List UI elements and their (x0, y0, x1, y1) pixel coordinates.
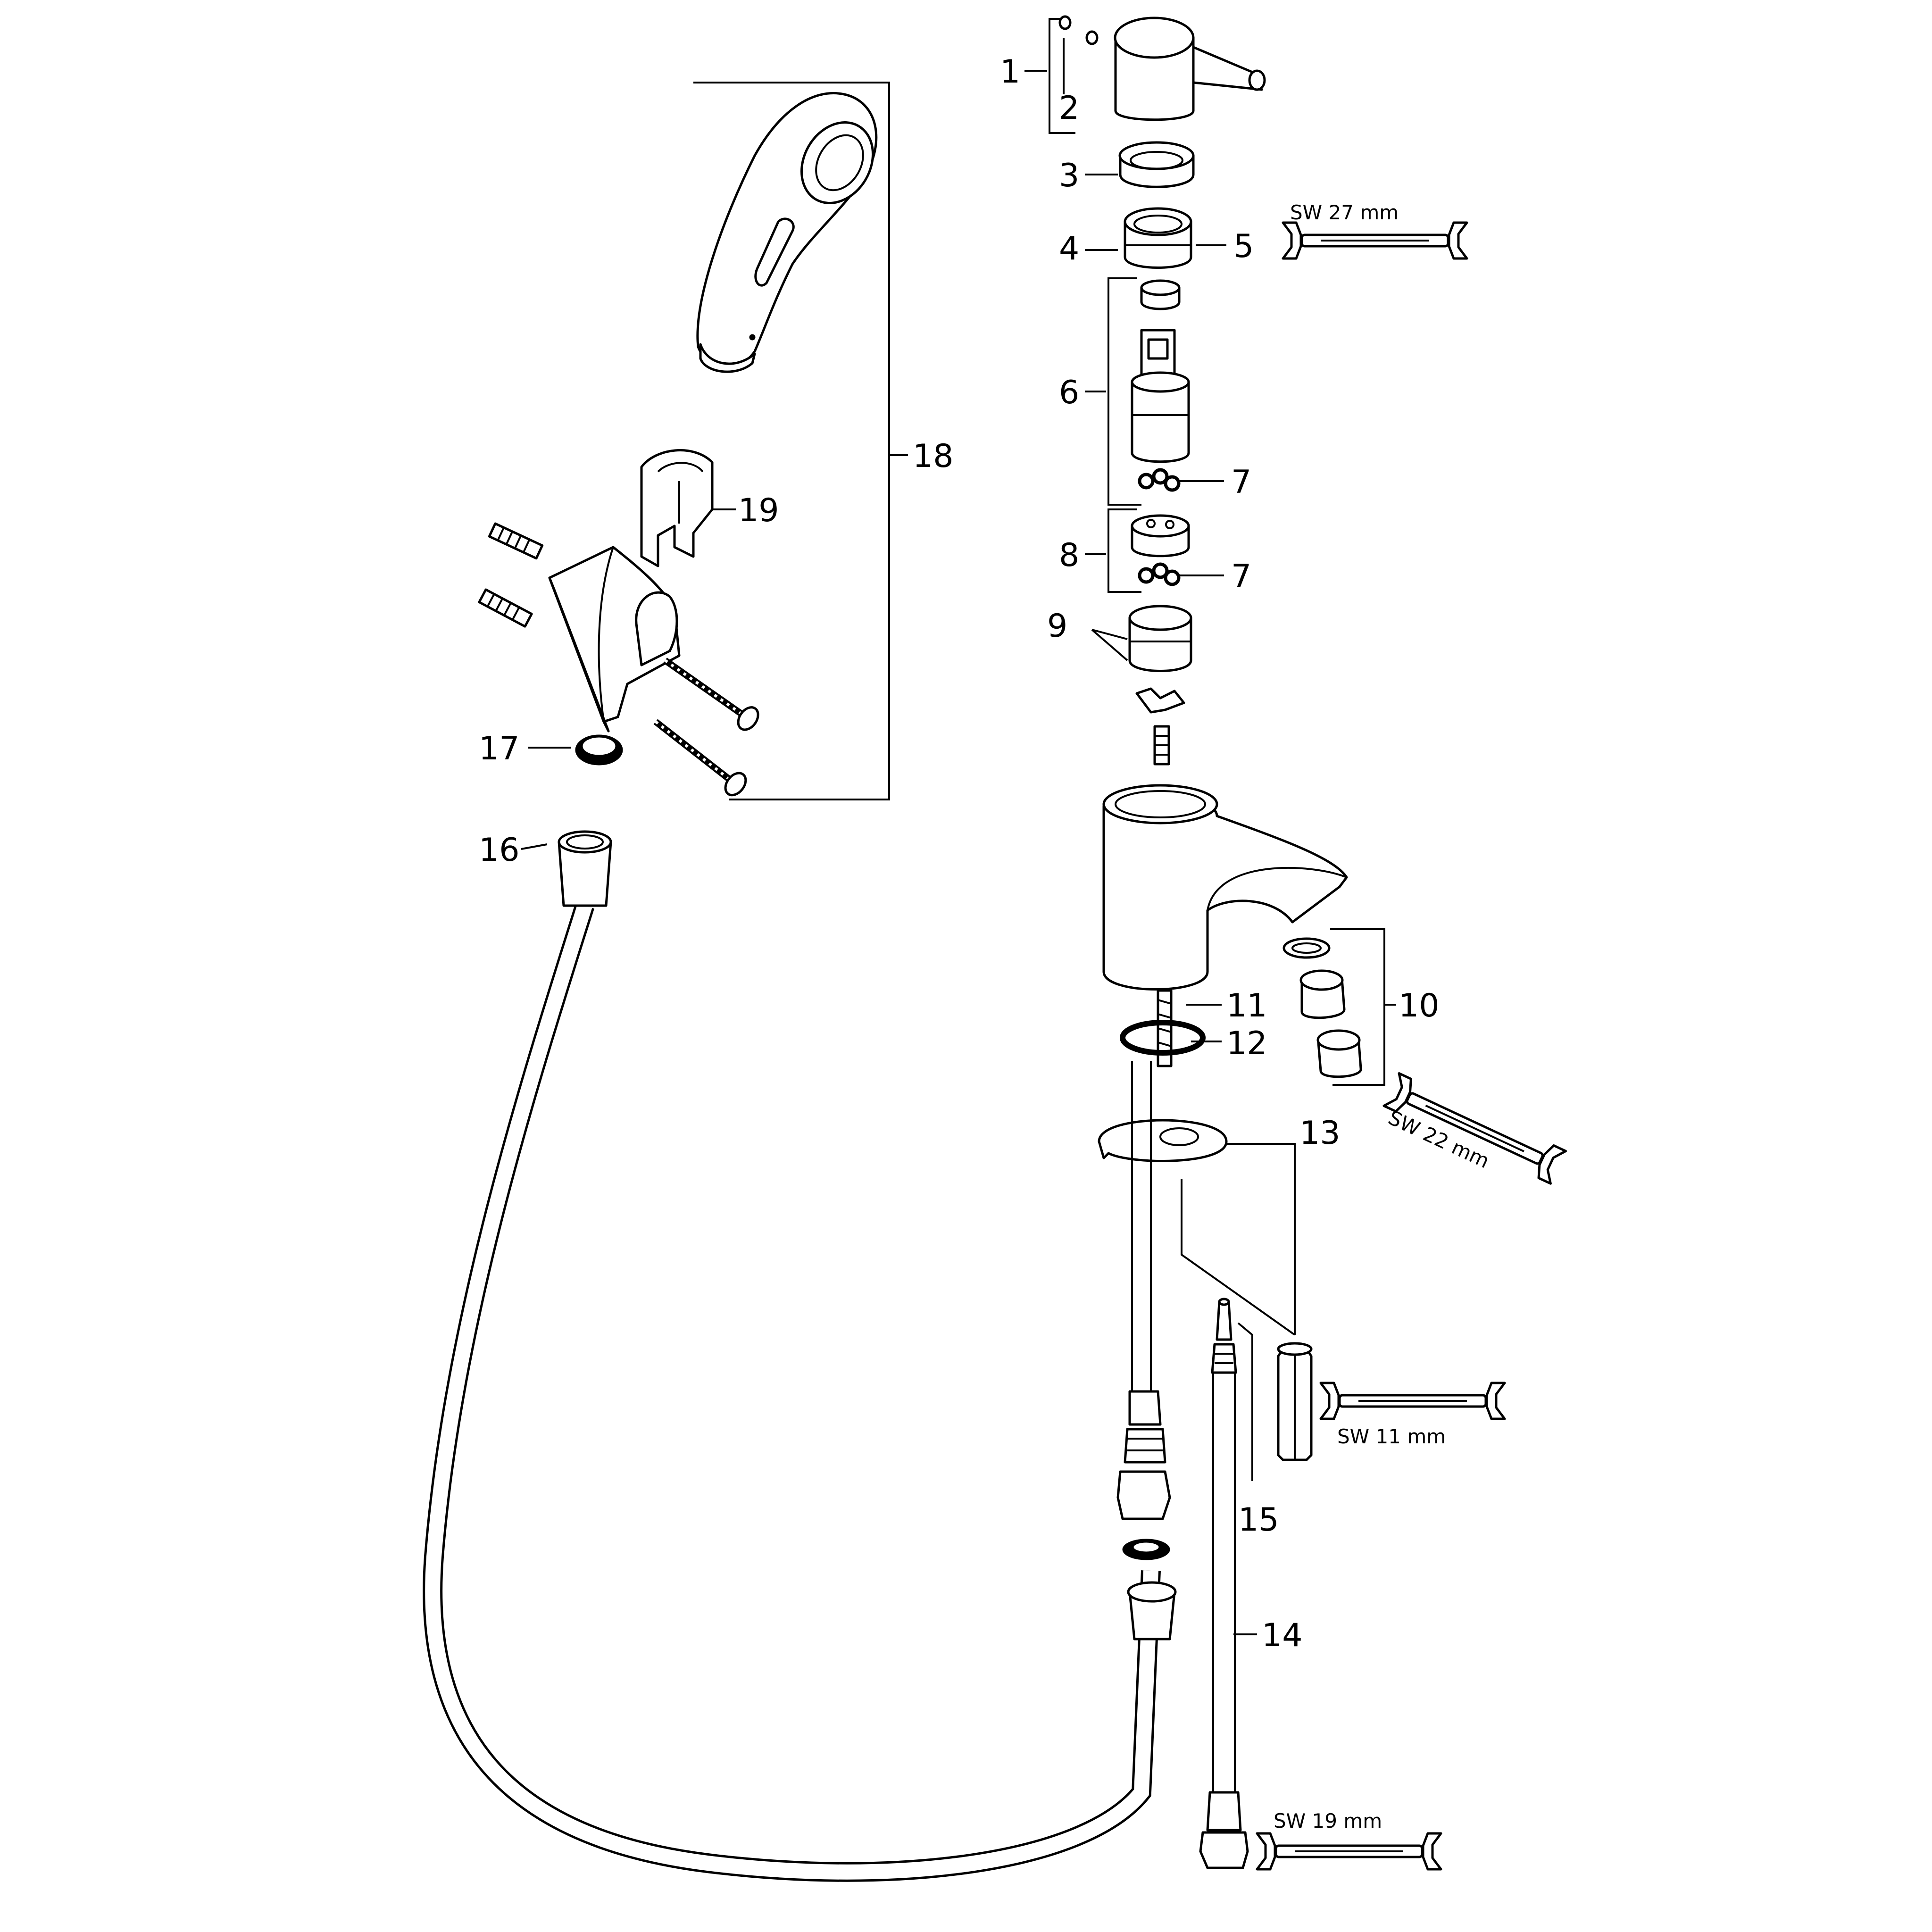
label-part-19: 19 (738, 492, 779, 529)
label-part-4: 4 (1059, 230, 1079, 267)
wrench-icon (1382, 1072, 1567, 1185)
wall-plug (488, 522, 544, 560)
hose-nut-top (558, 830, 612, 907)
wrench-19-group: SW 19 mm (1256, 1809, 1442, 1871)
supply-hose (1116, 1061, 1171, 1560)
wrench-27-group: SW 27 mm (1282, 201, 1468, 260)
horseshoe-plate (1098, 1119, 1228, 1162)
label-part-2: 2 (1059, 90, 1079, 127)
label-part-18: 18 (913, 438, 954, 475)
label-part-16: 16 (479, 832, 520, 869)
lever-handle (1058, 15, 1266, 121)
spindle (1153, 725, 1170, 766)
filter-washer (575, 734, 623, 766)
faucet-body (1102, 784, 1348, 991)
label-part-1: 1 (1000, 53, 1020, 91)
trigger-lever (754, 217, 795, 287)
label-part-12: 12 (1226, 1025, 1267, 1062)
holder-clip (640, 449, 714, 567)
cover-cap (1118, 141, 1195, 188)
hex-bolt (1277, 1342, 1313, 1461)
seal-set (1138, 562, 1181, 586)
hex-nut (1116, 1470, 1171, 1520)
flex-supply-pipe (1199, 1298, 1249, 1869)
shower-hose (423, 830, 1177, 1882)
wrench-22-group: SW 22 mm (1382, 1072, 1567, 1185)
hex-nut (1199, 1831, 1249, 1869)
wrench-icon (1319, 1382, 1506, 1420)
wrench-size-27: SW 27 mm (1290, 201, 1399, 224)
seal-set (1138, 468, 1181, 492)
hand-shower-head (696, 92, 878, 373)
screw (663, 658, 759, 731)
label-part-3: 3 (1059, 157, 1079, 194)
wrench-size-19: SW 19 mm (1274, 1809, 1382, 1832)
label-part-7b: 7 (1231, 558, 1251, 595)
aerator-set (1282, 937, 1362, 1078)
wrench-11-group: SW 11 mm (1319, 1382, 1506, 1448)
base-washer (1120, 1020, 1206, 1056)
label-part-6: 6 (1059, 374, 1079, 411)
wrench-icon (1256, 1832, 1442, 1871)
label-part-17: 17 (479, 730, 520, 767)
hose-nut-bottom (1127, 1581, 1177, 1641)
diverter-valve (1128, 605, 1192, 714)
label-part-14: 14 (1262, 1617, 1303, 1654)
label-part-9: 9 (1047, 608, 1067, 645)
cartridge-nut (1124, 207, 1192, 269)
wrench-icon (1282, 221, 1468, 260)
wall-holder (478, 522, 759, 797)
label-part-5: 5 (1233, 228, 1254, 265)
screw (653, 719, 747, 797)
cartridge (1131, 279, 1190, 463)
label-part-13: 13 (1299, 1115, 1341, 1152)
label-part-11: 11 (1226, 987, 1267, 1024)
leader-lines (521, 18, 1396, 1635)
label-part-15: 15 (1238, 1501, 1279, 1539)
adapter-disc (1131, 514, 1190, 558)
label-part-10: 10 (1399, 987, 1440, 1024)
label-part-7a: 7 (1231, 464, 1251, 501)
part-labels: 1 2 3 4 5 6 7 7 8 9 10 11 12 13 14 15 16… (479, 53, 1440, 1654)
wrench-size-11: SW 11 mm (1337, 1425, 1446, 1448)
wall-plug (478, 588, 533, 628)
label-part-8: 8 (1059, 537, 1079, 574)
